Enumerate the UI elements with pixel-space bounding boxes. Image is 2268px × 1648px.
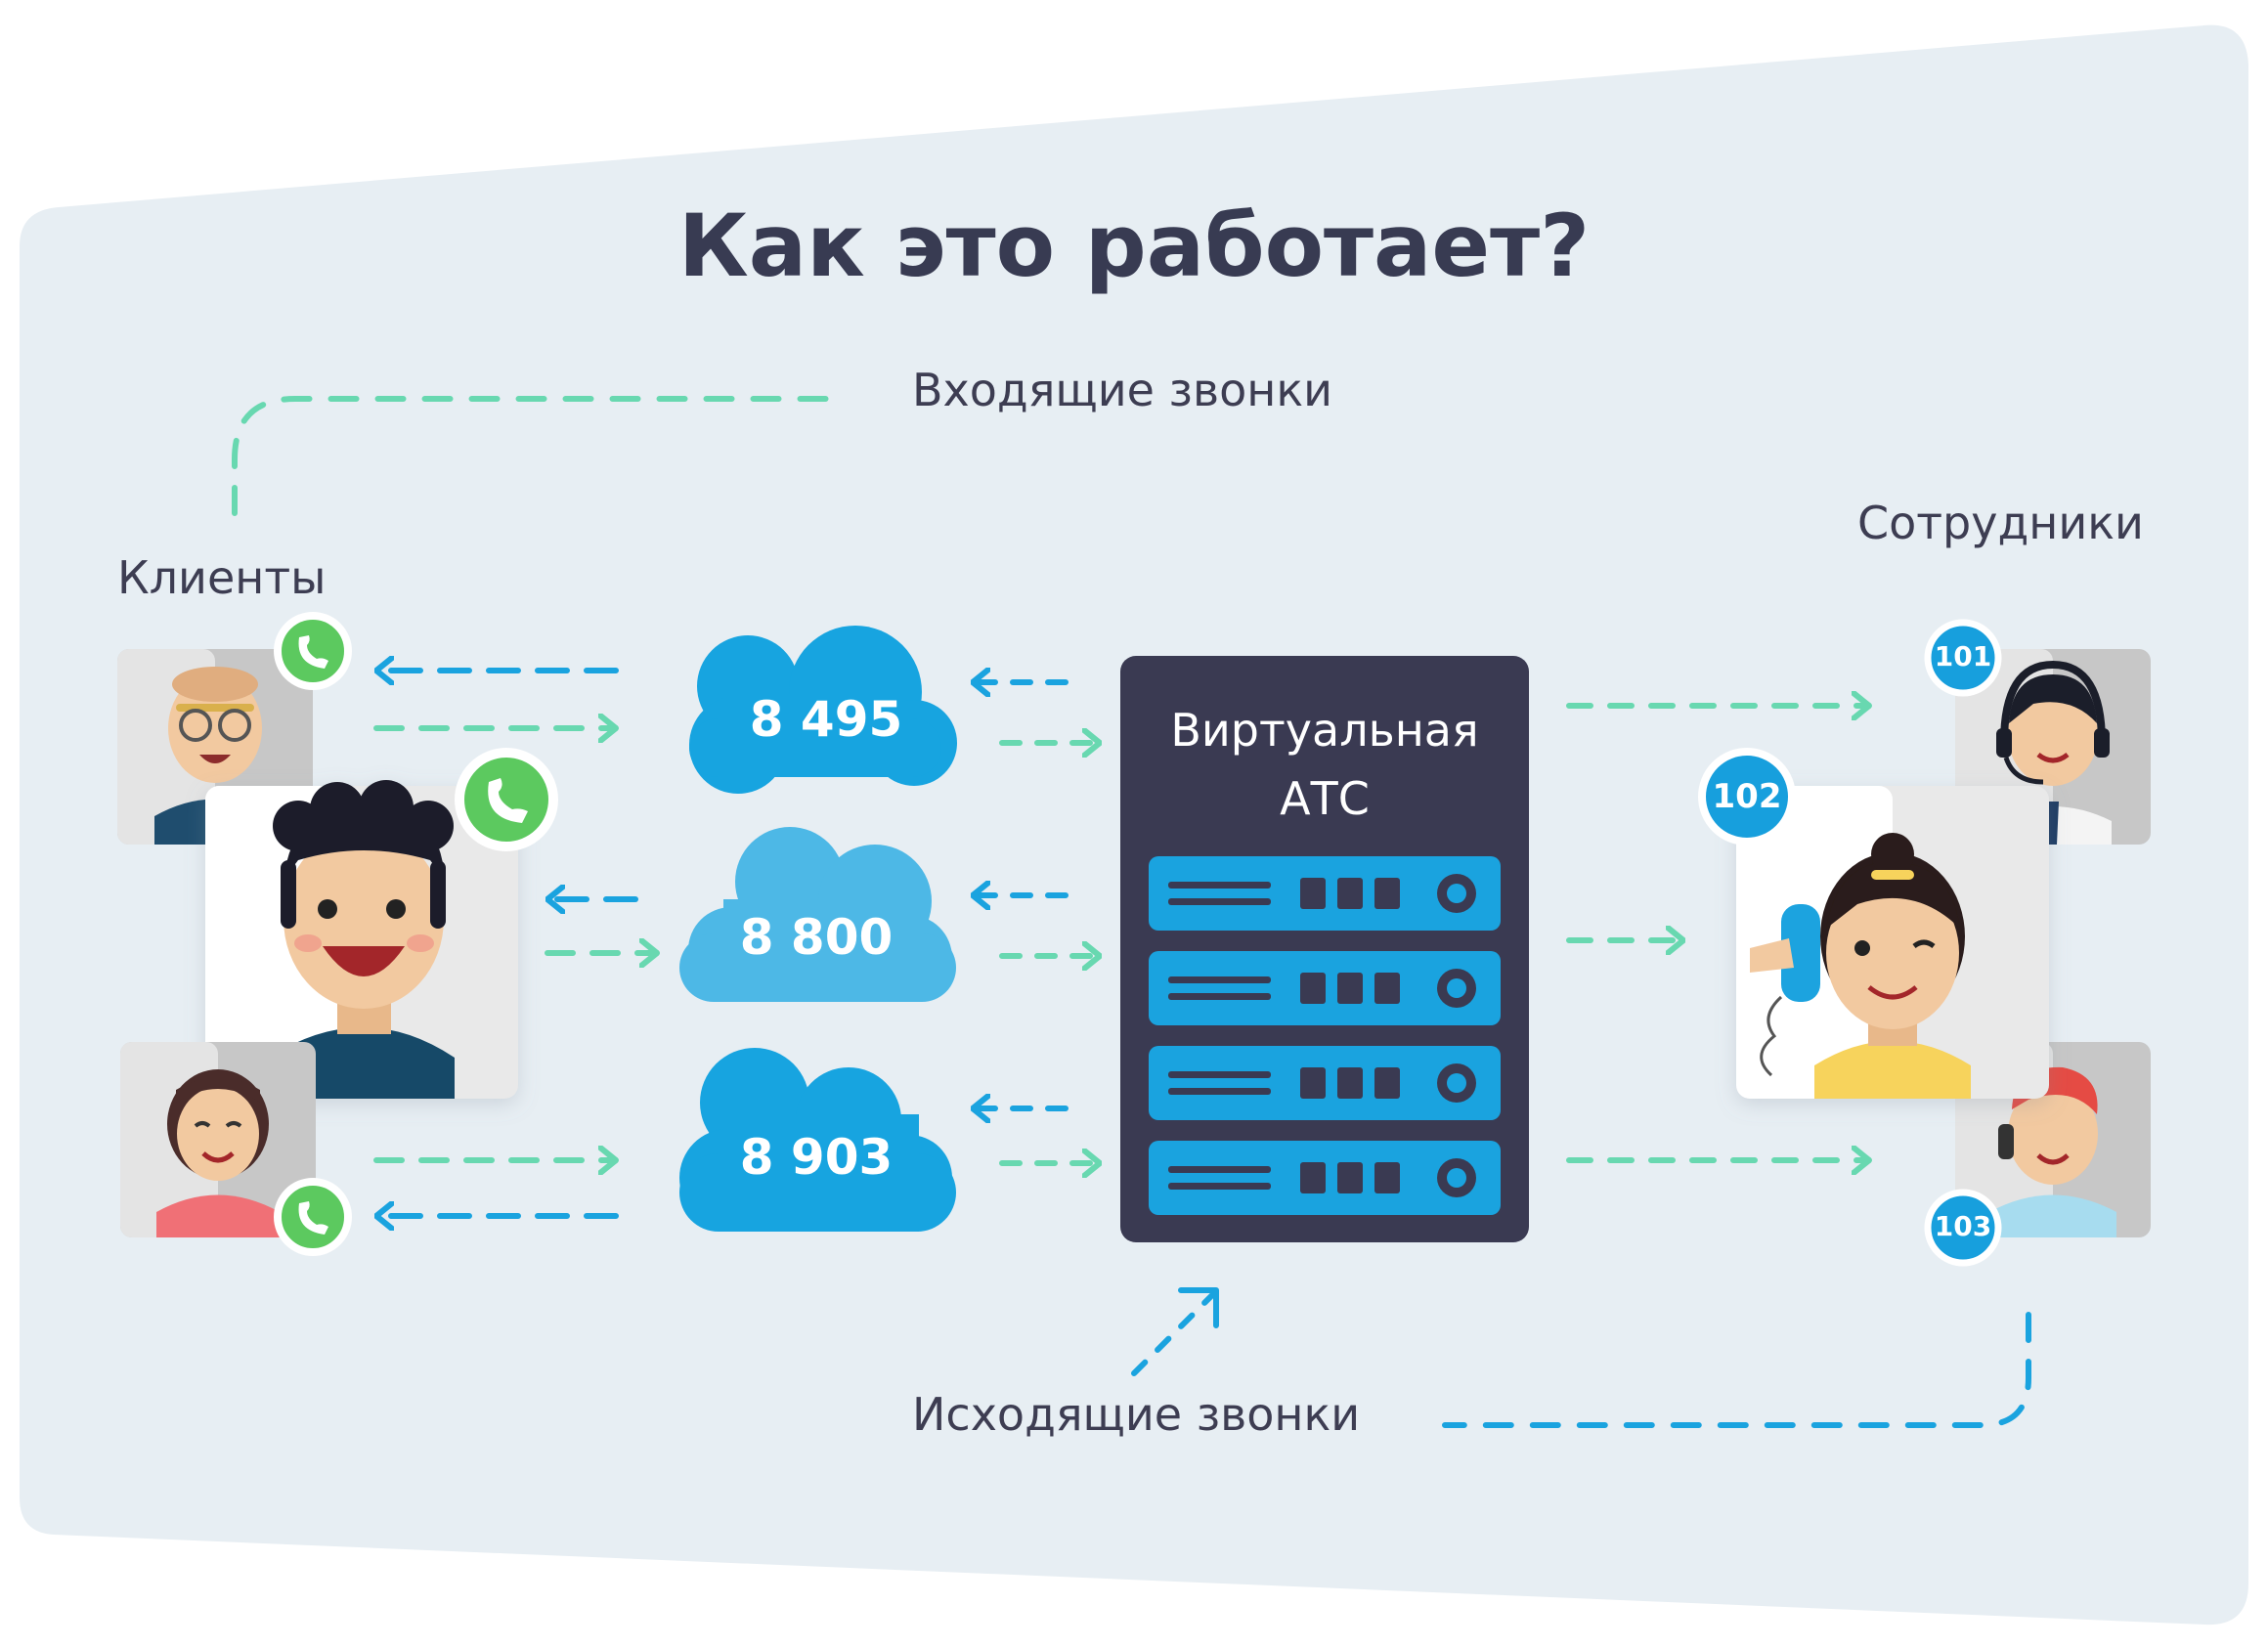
cloud-pbx-arrows xyxy=(970,682,1103,1163)
incoming-route-line xyxy=(232,396,844,516)
phone-call-badge xyxy=(455,748,558,851)
extension-badge-103 xyxy=(1924,1189,2002,1267)
server-unit xyxy=(1149,856,1501,931)
phone-call-badge xyxy=(274,1178,352,1256)
phone-number-8800: 8 800 xyxy=(739,909,894,966)
cloud-8903 xyxy=(679,1048,956,1232)
employee-card-102 xyxy=(1736,786,2049,1099)
outgoing-calls-label: Исходящие звонки xyxy=(912,1388,1361,1441)
phone-number-8495: 8 495 xyxy=(749,691,903,748)
server-unit xyxy=(1149,1141,1501,1215)
client-card-3 xyxy=(120,1042,316,1237)
client-card-2 xyxy=(205,780,518,1099)
phone-call-badge xyxy=(274,612,352,690)
extension-number-101: 101 xyxy=(1934,640,1992,672)
pbx-label: Виртуальная АТС xyxy=(1170,704,1479,825)
server-unit xyxy=(1149,1046,1501,1120)
extension-number-102: 102 xyxy=(1712,777,1782,816)
cloud-8495 xyxy=(689,626,957,794)
client-cloud-arrows xyxy=(373,671,660,1216)
incoming-calls-label: Входящие звонки xyxy=(912,364,1333,416)
phone-number-8903: 8 903 xyxy=(739,1129,894,1186)
pbx-employee-arrows xyxy=(1566,706,1872,1160)
clients-label: Клиенты xyxy=(117,551,327,604)
page-title: Как это работает? xyxy=(677,195,1591,296)
extension-badge-102 xyxy=(1698,748,1796,846)
extension-number-103: 103 xyxy=(1934,1210,1992,1242)
outgoing-arrow-head xyxy=(1178,1287,1219,1328)
cloud-8800 xyxy=(679,827,956,1002)
server-unit xyxy=(1149,951,1501,1025)
employees-label: Сотрудники xyxy=(1857,497,2144,549)
outgoing-route-line xyxy=(1442,1312,2031,1428)
extension-badge-101 xyxy=(1924,619,2002,697)
